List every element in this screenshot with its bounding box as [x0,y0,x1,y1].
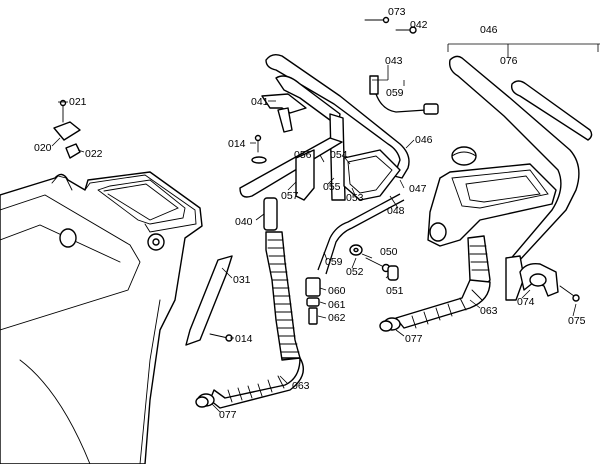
callout-046-top: 046 [480,24,498,36]
hose-assembly-left [195,197,304,409]
screw-014-lower [209,333,233,342]
handle-041 [261,93,307,133]
callout-054: 054 [330,149,348,161]
callout-063-right: 063 [480,305,498,317]
callout-021: 021 [69,96,87,108]
callout-063-left: 063 [292,380,310,392]
callout-075: 075 [568,315,586,327]
callout-050: 050 [380,246,398,258]
callout-056: 056 [294,149,312,161]
callout-014-lower: 014 [235,333,253,345]
fitting-050-052 [349,244,399,281]
hose-assembly-right [379,235,491,332]
hose-059 [317,193,405,275]
callout-060: 060 [328,285,346,297]
callout-041: 041 [251,96,269,108]
frame-tube-046-left [239,53,410,201]
cable-043 [364,16,439,115]
callout-031: 031 [233,274,251,286]
bracket-020 [53,99,81,159]
callouts: 021 020 022 031 014 014 040 041 073 042 … [34,6,586,421]
callout-014-upper: 014 [228,138,246,150]
fitting-060-062 [305,277,321,325]
side-panel-031 [185,255,233,346]
callout-061: 061 [328,299,346,311]
callout-051: 051 [386,285,404,297]
callout-059-mid: 059 [325,256,343,268]
callout-043: 043 [385,55,403,67]
callout-057: 057 [281,190,299,202]
callout-046-mid: 046 [415,134,433,146]
callout-040: 040 [235,216,253,228]
clip-074 [519,262,580,302]
callout-055: 055 [323,181,341,193]
callout-047: 047 [409,183,427,195]
right-body [427,146,557,247]
chassis-body [0,171,203,464]
callout-074: 074 [517,296,535,308]
callout-077-left: 077 [219,409,237,421]
callout-077-right: 077 [405,333,423,345]
screw-014-upper [251,134,267,164]
callout-059-top: 059 [386,87,404,99]
callout-048: 048 [387,205,405,217]
callout-053: 053 [346,192,364,204]
callout-076: 076 [500,55,518,67]
callout-052: 052 [346,266,364,278]
callout-042: 042 [410,19,428,31]
callout-062: 062 [328,312,346,324]
callout-020: 020 [34,142,52,154]
callout-073: 073 [388,6,406,18]
leader-lines [51,43,600,413]
callout-022: 022 [85,148,103,160]
